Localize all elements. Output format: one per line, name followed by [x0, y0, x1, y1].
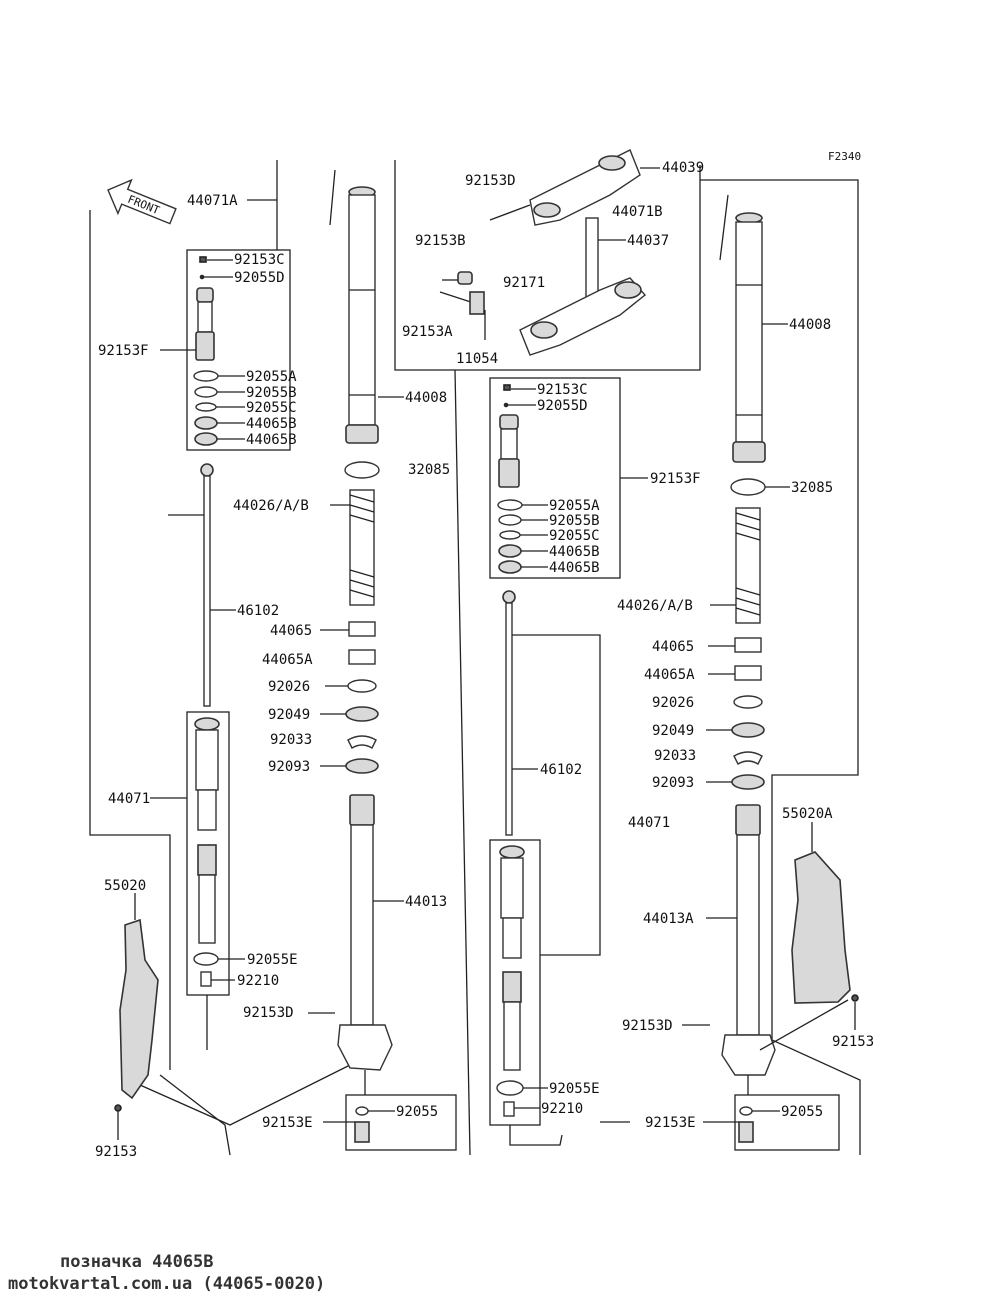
left-fork-spring [330, 489, 375, 606]
label-92153d-left: 92153D [243, 1005, 294, 1021]
label-46102-right: 46102 [540, 762, 582, 778]
label-44008-left: 44008 [405, 390, 447, 406]
label-55020-left: 55020 [104, 878, 146, 894]
label-32085-left: 32085 [408, 462, 450, 478]
right-oring-32085 [730, 478, 766, 496]
left-cap-parts [193, 256, 219, 446]
label-92153-left: 92153 [95, 1144, 137, 1160]
label-92093-left: 92093 [268, 759, 310, 775]
label-92049-right: 92049 [652, 723, 694, 739]
left-cartridge [150, 717, 245, 1050]
left-cartridge-box [186, 711, 230, 996]
label-44008-right: 44008 [789, 317, 831, 333]
label-92153e-right: 92153E [645, 1115, 696, 1131]
label-92055-right: 92055 [781, 1104, 823, 1120]
label-92171: 92171 [503, 275, 545, 291]
label-55020a-right: 55020A [782, 806, 833, 822]
label-44065-left: 44065 [270, 623, 312, 639]
label-92055-left: 92055 [396, 1104, 438, 1120]
label-92153b: 92153B [415, 233, 466, 249]
left-oring-32085 [344, 461, 380, 479]
caption-part-mark: позначка 44065B [60, 1252, 214, 1272]
label-92055b-left: 92055B [246, 385, 297, 401]
label-92033-right: 92033 [654, 748, 696, 764]
right-cartridge [496, 845, 630, 1146]
diagram-code: F2340 [828, 150, 861, 163]
label-11054: 11054 [456, 351, 498, 367]
label-92026-left: 92026 [268, 679, 310, 695]
outline-lines [89, 160, 861, 1156]
label-46102-left: 46102 [237, 603, 279, 619]
label-92210-right: 92210 [541, 1101, 583, 1117]
left-cap-leaders [160, 259, 245, 440]
label-92055e-left: 92055E [247, 952, 298, 968]
left-damper-rod [168, 463, 236, 707]
label-44071a: 44071A [187, 193, 238, 209]
label-44071b: 44071B [612, 204, 663, 220]
label-92055d-left: 92055D [234, 270, 285, 286]
label-92055c-left: 92055C [246, 400, 297, 416]
label-92055a-left: 92055A [246, 369, 297, 385]
label-92055e-right: 92055E [549, 1081, 600, 1097]
label-44065b-left-2: 44065B [246, 432, 297, 448]
label-44026-right: 44026/A/B [617, 598, 693, 614]
label-32085-right: 32085 [791, 480, 833, 496]
lower-triple-clamp [439, 271, 647, 356]
label-92055b-right: 92055B [549, 513, 600, 529]
label-44065-right: 44065 [652, 639, 694, 655]
left-outer-tube [345, 186, 404, 444]
label-92153f-right: 92153F [650, 471, 701, 487]
label-92153c-right: 92153C [537, 382, 588, 398]
label-44065b-right-2: 44065B [549, 560, 600, 576]
label-92055a-right: 92055A [549, 498, 600, 514]
label-44071-right: 44071 [628, 815, 670, 831]
caption-source: motokvartal.com.ua (44065-0020) [8, 1274, 326, 1294]
right-inner-tube [682, 804, 776, 1095]
left-seal-stack [320, 621, 379, 774]
left-fork-guard [114, 893, 159, 1140]
label-44026-left: 44026/A/B [233, 498, 309, 514]
label-92026-right: 92026 [652, 695, 694, 711]
label-92153-right: 92153 [832, 1034, 874, 1050]
right-damper-rod [502, 590, 601, 956]
left-inner-tube [308, 794, 404, 1095]
front-arrow-icon: FRONT [107, 178, 177, 225]
label-92153d-top: 92153D [465, 173, 516, 189]
label-92055d-right: 92055D [537, 398, 588, 414]
label-92153e-left: 92153E [262, 1115, 313, 1131]
label-92033-left: 92033 [270, 732, 312, 748]
label-44065a-right: 44065A [644, 667, 695, 683]
label-44039: 44039 [662, 160, 704, 176]
right-cartridge-box [489, 839, 541, 1126]
label-92153a: 92153A [402, 324, 453, 340]
label-92055c-right: 92055C [549, 528, 600, 544]
right-seal-stack [706, 637, 765, 790]
label-44037: 44037 [627, 233, 669, 249]
label-44065b-right-1: 44065B [549, 544, 600, 560]
part-labels: 44071A 92153C 92055D 92153F 92055A 92055… [95, 160, 874, 1160]
right-outer-tube [732, 212, 788, 463]
label-92093-right: 92093 [652, 775, 694, 791]
label-44065a-left: 44065A [262, 652, 313, 668]
upper-triple-clamp [489, 149, 660, 226]
label-44013a-right: 44013A [643, 911, 694, 927]
right-cap-parts [497, 384, 648, 574]
label-92153d-right: 92153D [622, 1018, 673, 1034]
right-fork-guard [759, 822, 859, 1051]
label-44071-left: 44071 [108, 791, 150, 807]
label-92153c-left: 92153C [234, 252, 285, 268]
label-92049-left: 92049 [268, 707, 310, 723]
label-92210-left: 92210 [237, 973, 279, 989]
right-fork-spring [710, 507, 761, 624]
label-92153f-left: 92153F [98, 343, 149, 359]
label-44065b-left-1: 44065B [246, 416, 297, 432]
label-44013-left: 44013 [405, 894, 447, 910]
